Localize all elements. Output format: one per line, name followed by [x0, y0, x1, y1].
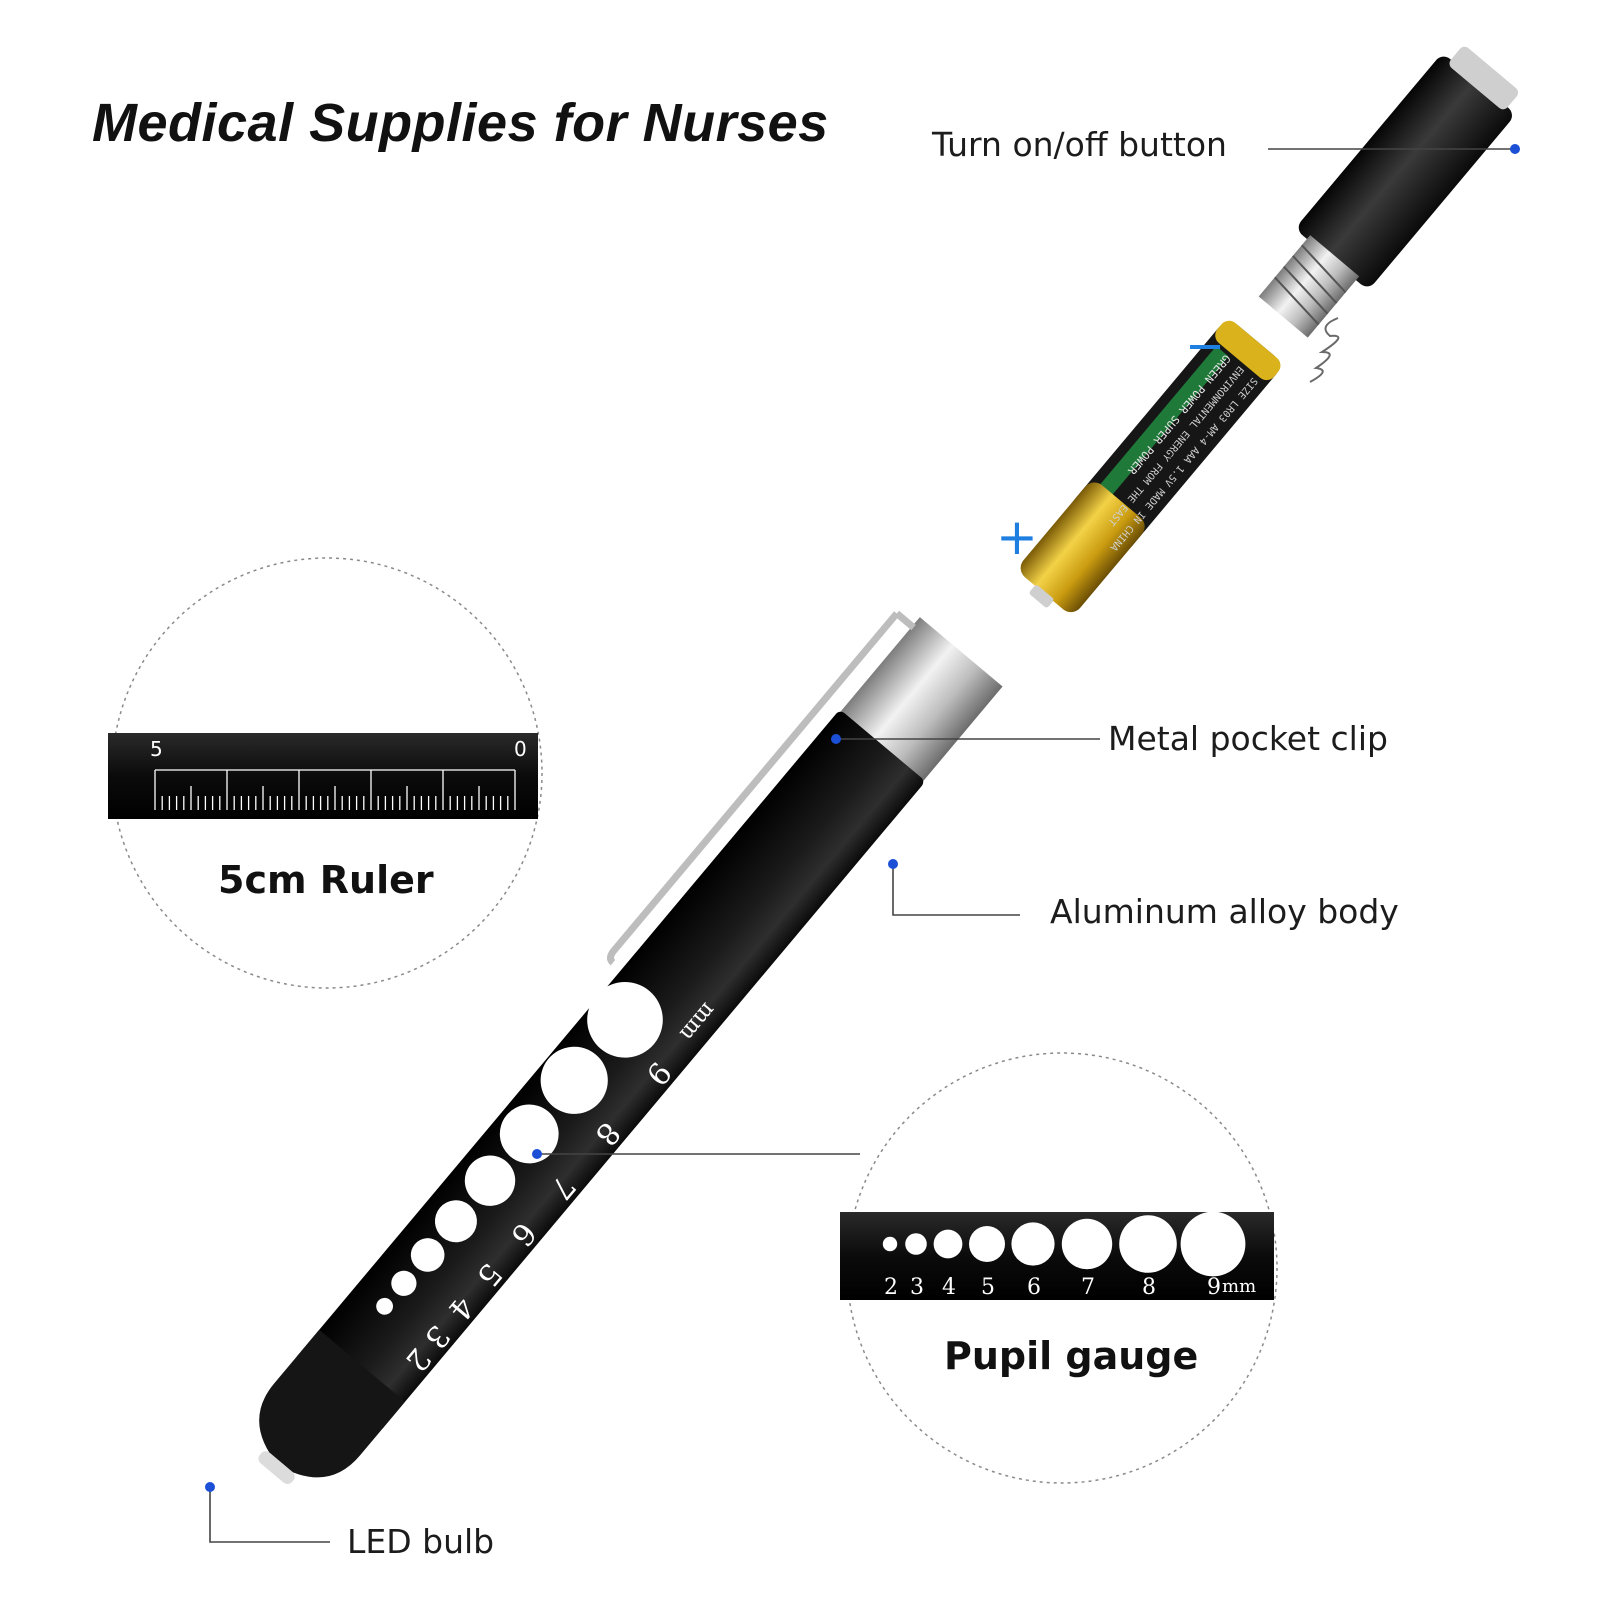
inset-gauge-dot [969, 1226, 1005, 1262]
pen-gauge-dot [587, 982, 663, 1058]
pen-gauge-dot [464, 1155, 516, 1206]
battery-negative-sign: − [1185, 318, 1225, 374]
inset-gauge-dot [933, 1229, 963, 1259]
pen-gauge-dot [540, 1046, 608, 1114]
marker-gauge [532, 1149, 542, 1159]
pen-gauge-dot [434, 1200, 477, 1243]
pen-gauge-dot [499, 1104, 559, 1164]
inset-gauge-dot [1061, 1218, 1113, 1270]
inset-gauge-dot [882, 1236, 898, 1252]
inset-gauge-label: 2 [884, 1275, 898, 1300]
ruler-inset-title: 5cm Ruler [218, 858, 434, 902]
aaa-battery: GREEN POWER SUPER POWER ENVIRONMENTAL EN… [1020, 320, 1281, 613]
callout-button-label: Turn on/off button [932, 125, 1227, 164]
inset-gauge-label: 4 [942, 1275, 956, 1300]
inset-gauge-label: 5 [981, 1275, 995, 1300]
button-cap [1258, 46, 1519, 338]
inset-gauge-label: 3 [910, 1275, 924, 1300]
inset-gauge-label: 9 [1207, 1275, 1221, 1300]
inset-gauge-dot [905, 1233, 927, 1255]
pen-gauge-dot [376, 1297, 393, 1315]
ruler-start-label: 5 [150, 737, 163, 761]
callout-clip-label: Metal pocket clip [1108, 719, 1388, 758]
marker-button [1510, 144, 1520, 154]
page-title: Medical Supplies for Nurses [92, 93, 829, 153]
pen-gauge-dot [410, 1238, 445, 1272]
inset-gauge-unit: mm [1222, 1276, 1256, 1297]
battery-positive-sign: + [996, 508, 1038, 566]
marker-led [205, 1482, 215, 1492]
callout-body-label: Aluminum alloy body [1050, 892, 1399, 931]
inset-gauge-label: 7 [1081, 1275, 1095, 1300]
inset-gauge-label: 6 [1027, 1275, 1041, 1300]
inset-gauge-dot [1011, 1222, 1055, 1266]
inset-gauge-label: 8 [1142, 1275, 1156, 1300]
callout-led-label: LED bulb [347, 1522, 495, 1561]
inset-gauge-dot [1180, 1211, 1246, 1277]
pupil-inset-title: Pupil gauge [944, 1334, 1199, 1378]
callout-leaders [209, 148, 1515, 1543]
ruler-end-label: 0 [514, 737, 527, 761]
ruler-scale [154, 769, 516, 810]
callout-markers [205, 144, 1520, 1492]
spring [1309, 317, 1340, 383]
inset-gauge-dot [1119, 1215, 1177, 1273]
ruler-inset: 5 0 [108, 557, 543, 989]
marker-body [888, 859, 898, 869]
marker-clip [831, 734, 841, 744]
pen-gauge-dot [391, 1270, 417, 1296]
